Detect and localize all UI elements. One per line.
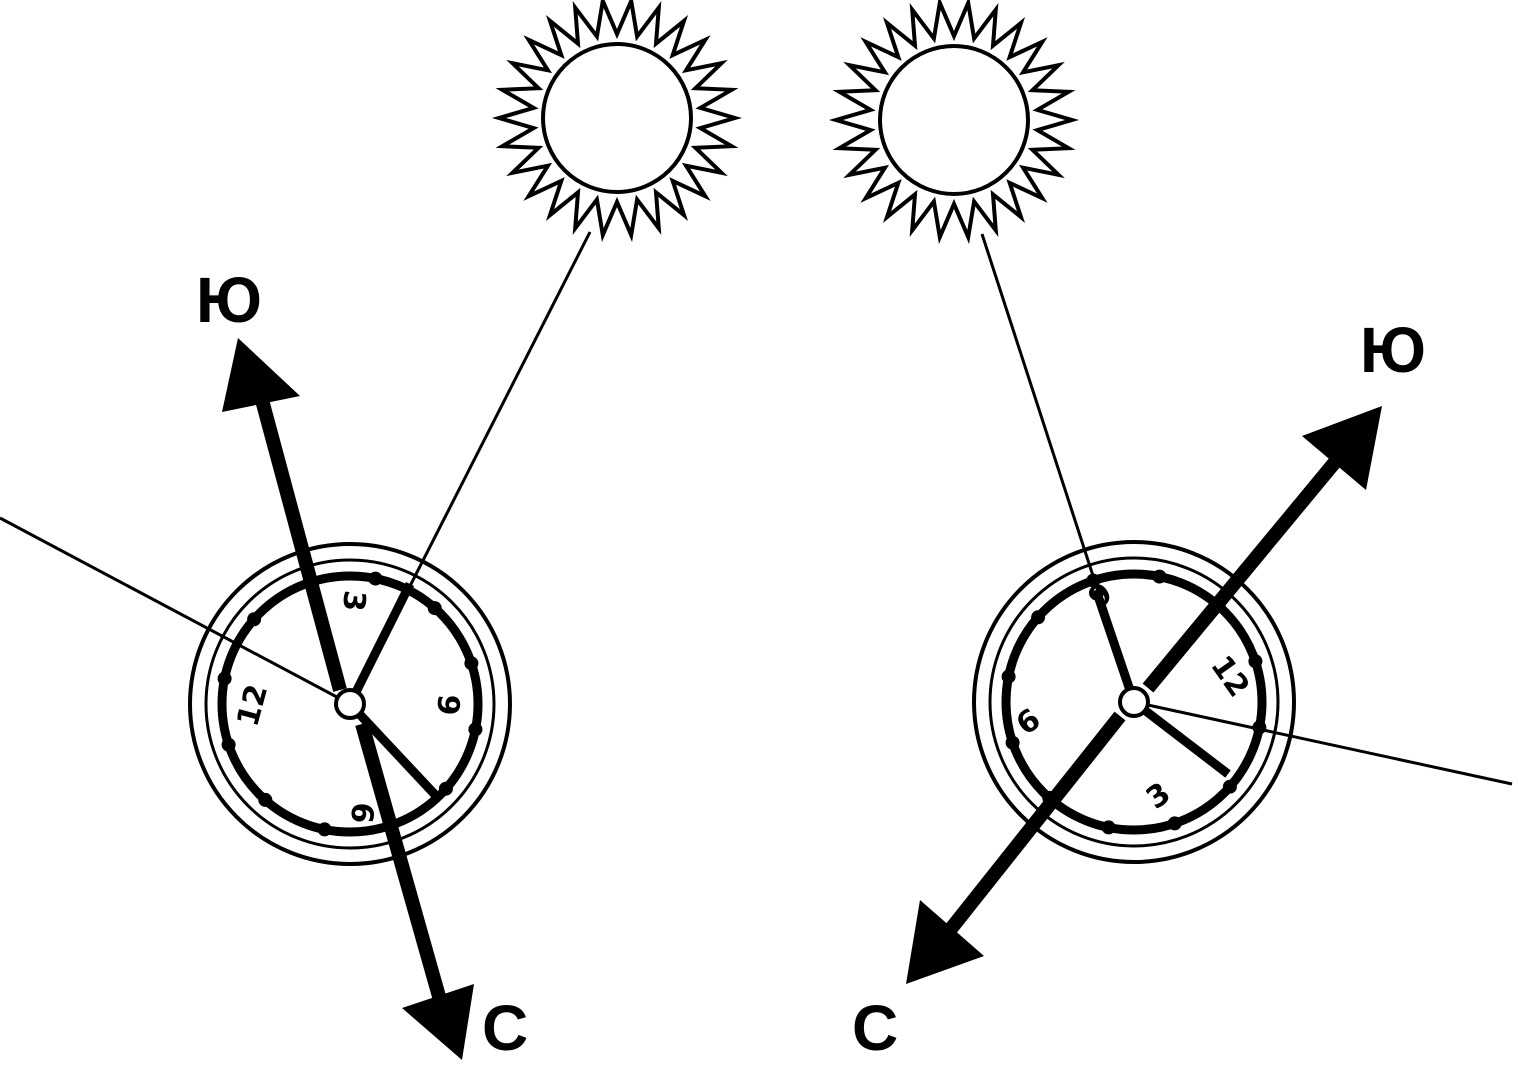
right-scene: 12 9 6 3 Ю С <box>828 0 1513 1064</box>
left-south-arrow <box>222 338 347 692</box>
left-north-label: С <box>482 992 528 1064</box>
dial-tick <box>438 781 453 796</box>
dial-tick <box>468 722 483 737</box>
dial-tick <box>217 671 232 686</box>
dial-tick <box>258 792 273 807</box>
dial-tick <box>1005 735 1020 750</box>
left-numeral-9: 9 <box>429 693 466 717</box>
right-hour-hand <box>1091 588 1139 704</box>
dial-tick <box>1167 816 1182 831</box>
left-numeral-12: 12 <box>231 681 276 730</box>
dial-tick <box>317 822 332 837</box>
left-watch-dial <box>217 571 483 837</box>
right-north-arrow <box>906 711 1126 984</box>
right-north-label: С <box>852 992 898 1064</box>
right-watch-dial <box>1001 569 1267 835</box>
dial-tick <box>1252 720 1267 735</box>
left-south-label: Ю <box>196 264 262 336</box>
left-numeral-6: 6 <box>343 801 380 825</box>
right-minute-hand <box>1131 698 1231 778</box>
left-scene: 12 3 9 6 Ю С <box>0 0 743 1064</box>
left-numeral-3: 3 <box>335 589 372 613</box>
left-north-arrow <box>355 722 474 1060</box>
right-south-label: Ю <box>1360 314 1426 386</box>
right-numeral-12: 12 <box>1203 649 1256 703</box>
dial-tick <box>1152 569 1167 584</box>
right-sun-icon <box>828 0 1080 245</box>
dial-tick <box>464 656 479 671</box>
dial-tick <box>368 571 383 586</box>
dial-tick <box>1086 573 1101 588</box>
right-bisector-line <box>1133 700 1513 786</box>
left-bisector-line <box>0 516 351 706</box>
dial-tick <box>1031 610 1046 625</box>
dial-tick <box>1101 820 1116 835</box>
right-watch: 12 9 6 3 <box>972 540 1296 864</box>
right-south-arrow <box>1142 406 1382 693</box>
dial-tick <box>1222 779 1237 794</box>
dial-tick <box>221 737 236 752</box>
right-center-pin <box>1118 686 1150 718</box>
right-numeral-3: 3 <box>1140 776 1177 817</box>
dial-tick <box>1001 669 1016 684</box>
dial-tick <box>1248 654 1263 669</box>
dial-tick <box>427 601 442 616</box>
left-minute-hand <box>346 700 444 804</box>
left-center-pin <box>334 688 366 720</box>
left-watch: 12 3 9 6 <box>188 542 512 866</box>
left-hour-hand <box>345 581 415 707</box>
dial-tick <box>247 612 262 627</box>
left-sun-icon <box>491 0 743 243</box>
